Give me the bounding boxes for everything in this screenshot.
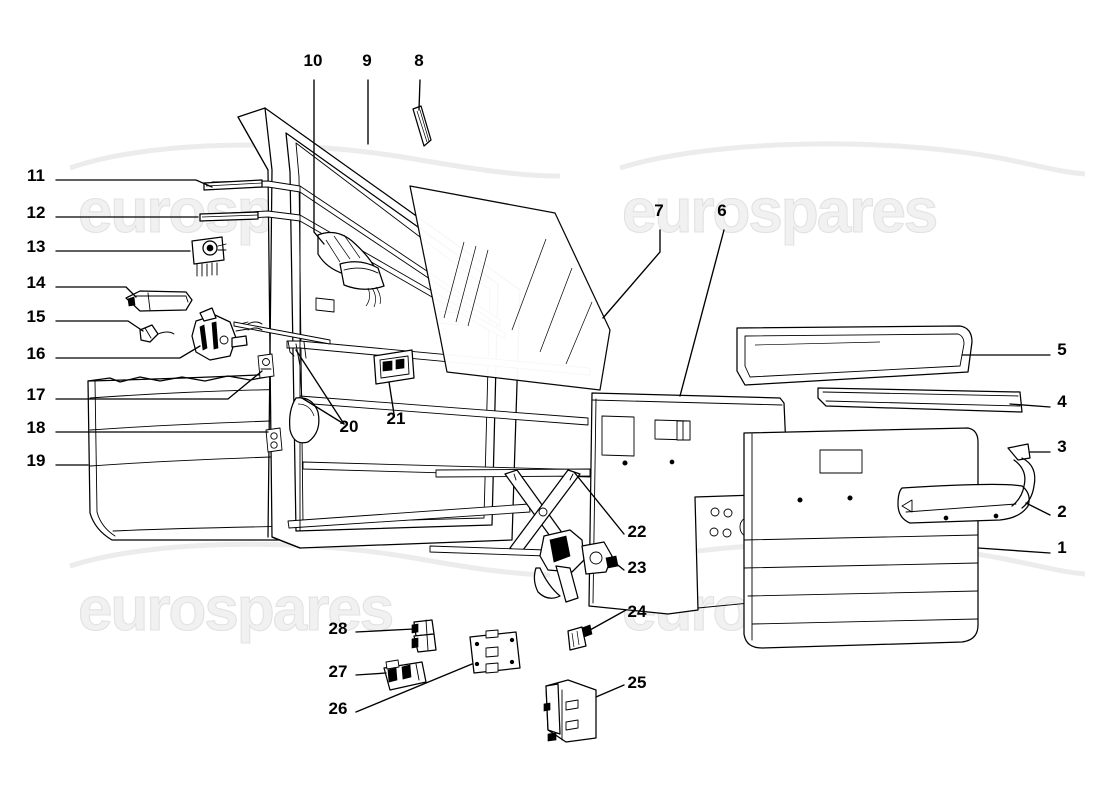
part-lock-rod-linkage <box>287 340 320 444</box>
callout-number-12: 12 <box>27 203 46 222</box>
callout-number-3: 3 <box>1057 437 1066 456</box>
part-retainer-clip <box>411 619 437 653</box>
callout-number-15: 15 <box>27 307 46 326</box>
callout-number-27: 27 <box>329 662 348 681</box>
callout-number-17: 17 <box>27 385 46 404</box>
callout-number-26: 26 <box>329 699 348 718</box>
callout-number-11: 11 <box>27 166 45 185</box>
callout-number-13: 13 <box>27 237 46 256</box>
callout-number-16: 16 <box>27 344 46 363</box>
callout-number-22: 22 <box>628 522 647 541</box>
callout-number-9: 9 <box>362 51 371 70</box>
part-interior-door-handle <box>373 349 415 385</box>
part-access-cover-plate <box>469 629 521 674</box>
callout-number-21: 21 <box>387 409 406 428</box>
part-exterior-door-handle <box>125 290 193 312</box>
callout-number-5: 5 <box>1057 340 1066 359</box>
callout-number-10: 10 <box>304 51 323 70</box>
part-inner-belt-moulding <box>199 211 259 222</box>
part-lower-trim-moulding <box>817 387 1023 413</box>
watermark-bottom-left: eurospares <box>69 541 551 645</box>
watermark-text: eurospares <box>622 177 936 246</box>
callout-number-8: 8 <box>414 51 423 70</box>
part-door-window-glass <box>409 185 611 391</box>
callout-number-4: 4 <box>1057 392 1067 411</box>
part-exterior-mirror <box>317 231 385 308</box>
callout-number-14: 14 <box>27 273 46 292</box>
part-window-switch <box>191 236 227 277</box>
leader-lines <box>55 79 1051 713</box>
part-window-frame-seal-corner <box>412 105 432 147</box>
callout-number-19: 19 <box>27 451 46 470</box>
part-door-hinge-bracket <box>543 679 597 743</box>
part-window-regulator-motor <box>533 529 619 603</box>
part-striker-catches <box>257 353 283 453</box>
part-armrest <box>897 483 1030 524</box>
callout-number-2: 2 <box>1057 502 1066 521</box>
part-armrest-bracket <box>1007 443 1036 509</box>
callout-number-1: 1 <box>1057 538 1066 557</box>
part-outer-belt-moulding <box>203 179 263 191</box>
part-lock-rods <box>233 321 331 345</box>
callout-number-25: 25 <box>628 673 647 692</box>
callout-number-24: 24 <box>628 602 647 621</box>
callout-number-6: 6 <box>717 201 726 220</box>
part-door-inner-trim-panel <box>743 427 979 649</box>
watermark-top-right: eurospares <box>619 141 1086 247</box>
callout-number-7: 7 <box>654 201 663 220</box>
part-door-latch-assembly <box>191 307 249 361</box>
watermark-text: eurospares <box>78 575 392 644</box>
part-lock-cylinder <box>139 324 175 343</box>
callout-number-20: 20 <box>340 417 359 436</box>
callout-number-23: 23 <box>628 558 647 577</box>
part-guide-channel-clip <box>383 659 427 691</box>
callout-number-18: 18 <box>27 418 46 437</box>
part-rubber-stop-buffer <box>567 624 593 651</box>
part-inner-door-membrane <box>588 392 789 615</box>
part-upper-trim-moulding <box>736 325 973 386</box>
callout-number-28: 28 <box>329 619 348 638</box>
